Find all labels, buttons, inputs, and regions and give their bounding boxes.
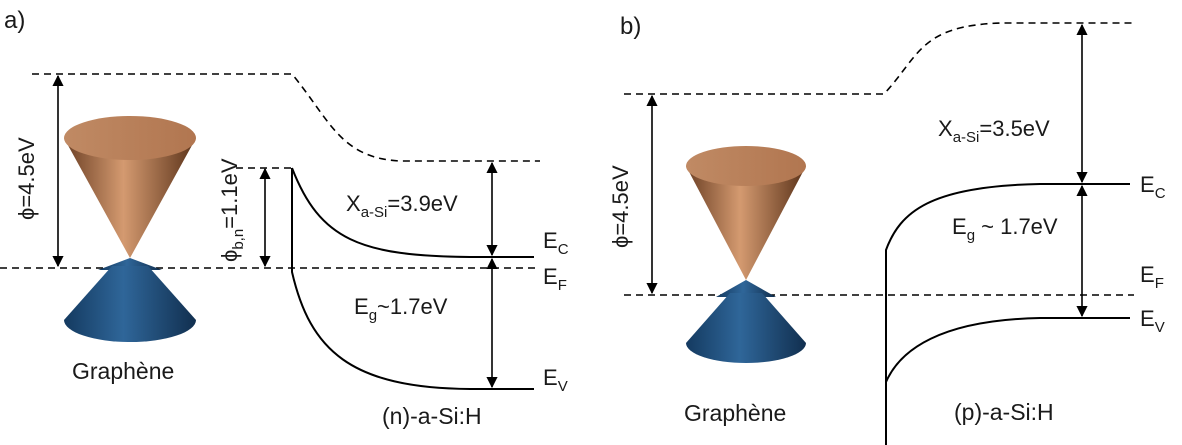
semiconductor-label-a: (n)-a-Si:H [382,403,482,429]
ev-label-b: EV [1140,306,1165,336]
electron-affinity-label-b: Xa-Si=3.5eV [938,116,1050,146]
electron-affinity-label-a: Xa-Si=3.9eV [346,191,458,221]
lower-cone-a [64,266,196,342]
band-gap-label-a: Eg~1.7eV [354,294,448,324]
work-function-label-a: ϕ=4.5eV [14,137,39,220]
ev-label-a: EV [543,365,568,395]
vacuum-level-a [32,73,540,162]
lower-cone-b [686,293,806,363]
graphene-label-a: Graphène [72,358,174,384]
dirac-cone-b [686,146,806,363]
valence-band-b [885,317,1130,383]
vacuum-level-b [624,22,1134,95]
panel-a-label: a) [4,7,25,34]
ef-label-a: EF [543,264,567,294]
band-gap-label-b: Eg ~ 1.7eV [952,214,1058,244]
barrier-height-label-a: ϕb,n=1.1eV [217,158,247,262]
upper-cone-top-b [686,146,806,186]
upper-cone-b [686,166,806,280]
ec-label-a: EC [543,228,569,258]
conduction-band-b [885,183,1130,445]
conduction-band-a [291,167,534,258]
ec-label-b: EC [1140,172,1166,202]
graphene-label-b: Graphène [684,400,786,426]
upper-cone-top-a [64,116,196,160]
dirac-cone-a [64,116,196,342]
semiconductor-label-b: (p)-a-Si:H [954,399,1054,425]
work-function-label-b: ϕ=4.5eV [608,165,633,248]
panel-b: b) ϕ=4.5eV Xa-Si=3.5eV Eg ~ 1.7eV EC EF … [608,13,1166,445]
lower-cone-neck-b [716,280,776,297]
upper-cone-a [64,138,196,258]
valence-band-a [291,168,534,390]
panel-b-label: b) [620,13,641,40]
panel-a: a) ϕ=4.5eV ϕb,n=1.1eV Xa-Si=3.9eV Eg~1.7… [0,7,569,429]
ef-label-b: EF [1140,262,1164,292]
